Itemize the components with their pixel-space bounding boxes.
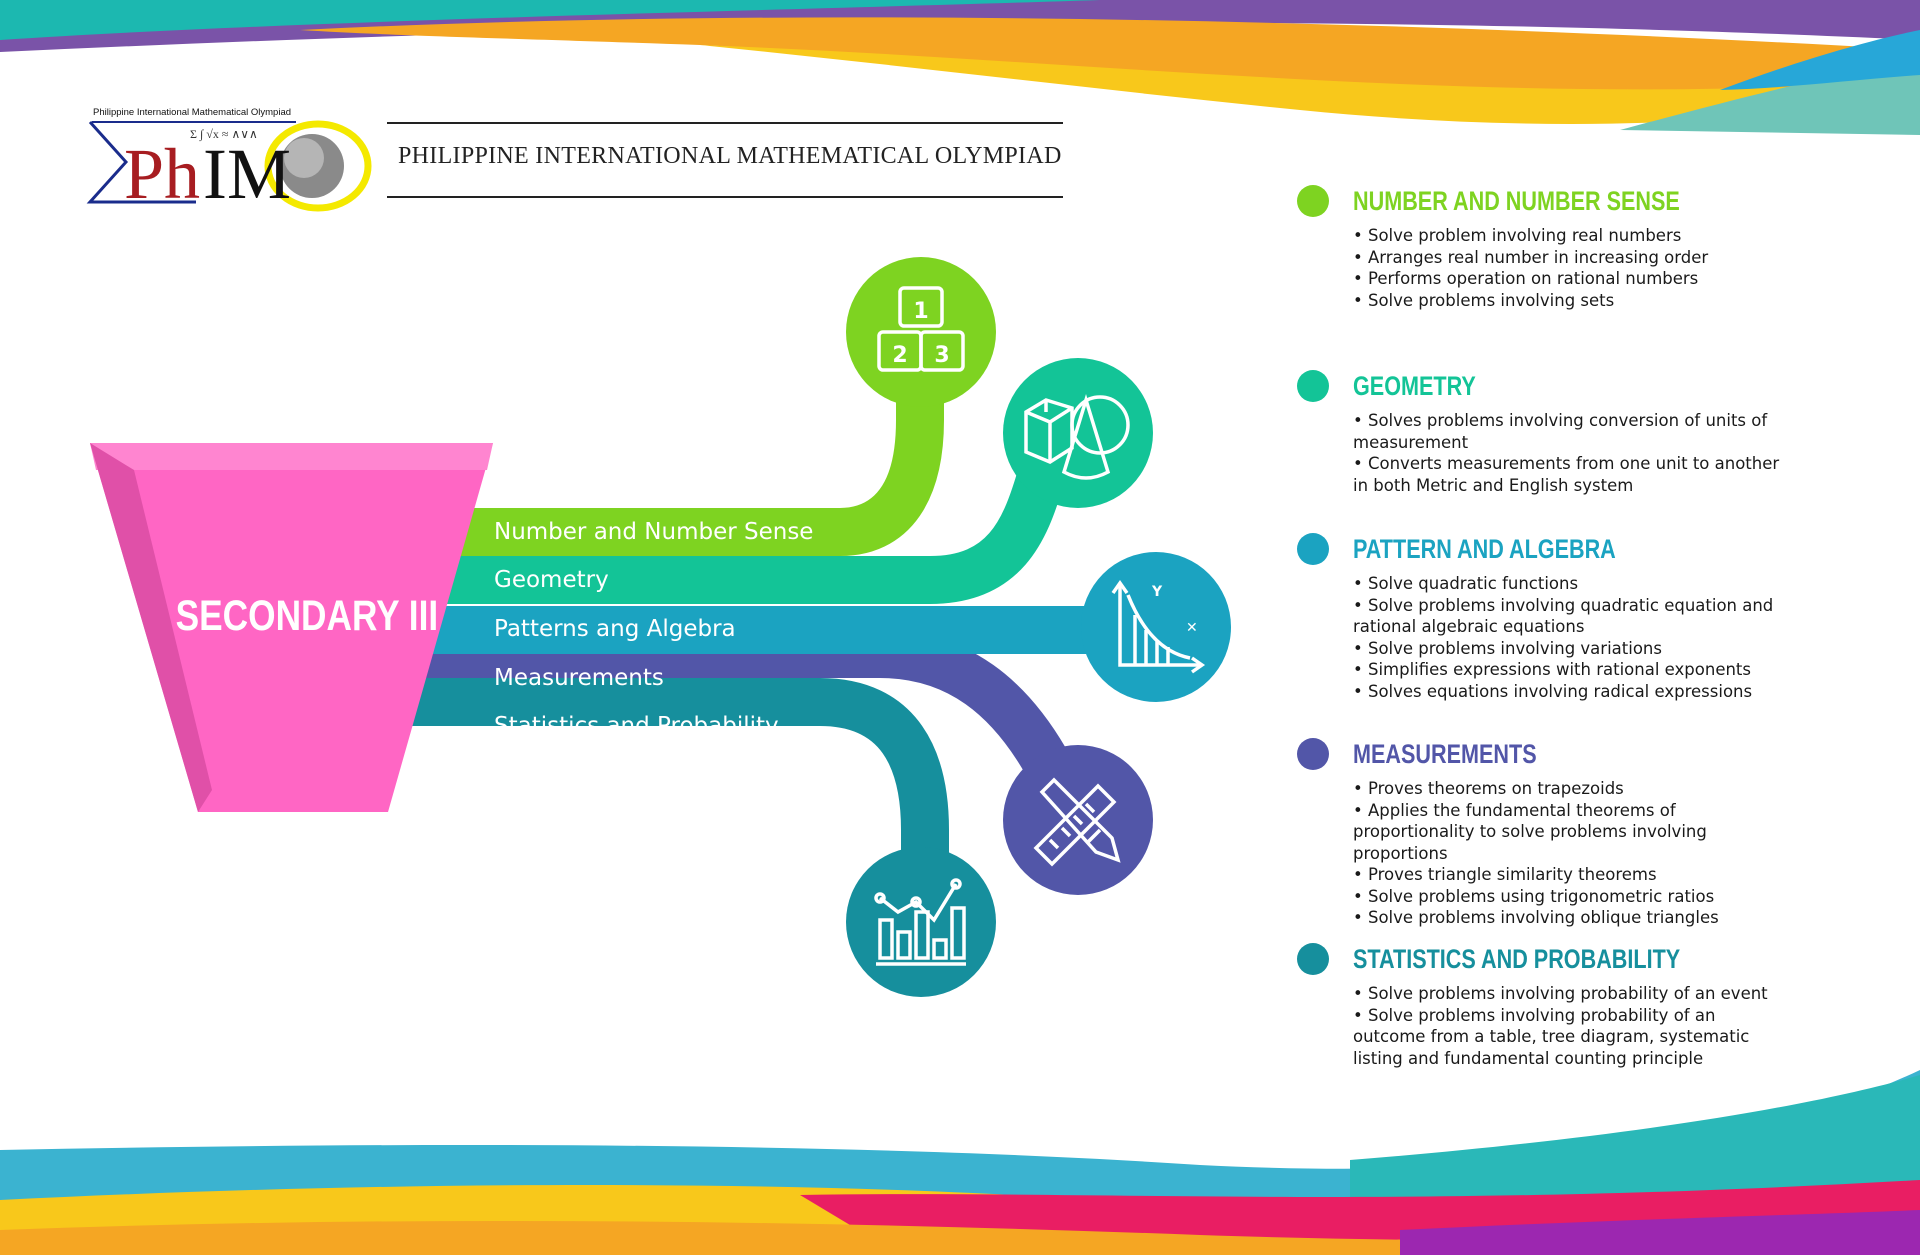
category-measurements: MEASUREMENTS • Proves theorems on trapez… xyxy=(1297,738,1793,929)
list-item: • Solve problems involving quadratic equ… xyxy=(1353,595,1774,637)
category-list: • Solve problem involving real numbers •… xyxy=(1353,225,1793,311)
geometric-shapes-icon xyxy=(1024,394,1130,480)
svg-text:IM: IM xyxy=(203,134,291,214)
list-item: • Solves problems involving conversion o… xyxy=(1353,411,1768,452)
band-label-algebra: Patterns ang Algebra xyxy=(494,616,736,642)
category-dot xyxy=(1297,533,1329,565)
band-geometry xyxy=(395,473,1063,604)
ruler-pencil-icon xyxy=(1033,777,1121,867)
number-blocks-icon: 1 2 3 xyxy=(877,286,965,372)
list-item: • Solve problems involving probability o… xyxy=(1353,1005,1750,1068)
svg-text:3: 3 xyxy=(934,343,949,368)
list-item: • Simplifies expressions with rational e… xyxy=(1353,660,1751,679)
list-item: • Proves theorems on trapezoids xyxy=(1353,779,1624,798)
category-statistics: STATISTICS AND PROBABILITY • Solve probl… xyxy=(1297,943,1793,1069)
list-item: • Solve problems involving variations xyxy=(1353,638,1662,658)
funnel-label: SECONDARY III xyxy=(175,592,439,640)
category-list: • Solve quadratic functions • Solve prob… xyxy=(1353,573,1793,702)
list-item: • Applies the fundamental theorems of pr… xyxy=(1353,800,1707,863)
category-geometry: GEOMETRY • Solves problems involving con… xyxy=(1297,370,1793,496)
logo-subtitle: Philippine International Mathematical Ol… xyxy=(93,107,292,118)
list-item: • Proves triangle similarity theorems xyxy=(1353,865,1657,884)
band-label-geometry: Geometry xyxy=(494,567,609,593)
band-measurements xyxy=(395,630,1066,773)
category-title: PATTERN AND ALGEBRA xyxy=(1353,534,1616,564)
bar-chart-icon xyxy=(874,878,966,966)
band-label-number: Number and Number Sense xyxy=(494,519,814,545)
list-item: • Solves equations involving radical exp… xyxy=(1353,681,1753,701)
list-item: • Solve problems involving sets xyxy=(1353,290,1615,310)
category-title: MEASUREMENTS xyxy=(1353,739,1537,769)
category-title: NUMBER AND NUMBER SENSE xyxy=(1353,186,1680,216)
category-title: STATISTICS AND PROBABILITY xyxy=(1353,944,1681,974)
algebra-circle xyxy=(1081,552,1231,702)
list-item: • Solve problems using trigonometric rat… xyxy=(1353,886,1715,906)
title-rule-top xyxy=(387,122,1063,124)
svg-text:2: 2 xyxy=(892,343,907,368)
geometry-circle xyxy=(1003,358,1153,508)
category-list: • Solve problems involving probability o… xyxy=(1353,983,1793,1069)
graph-axes-icon: Y ✕ xyxy=(1111,579,1206,674)
svg-text:Ph: Ph xyxy=(124,134,200,214)
list-item: • Solve quadratic functions xyxy=(1353,574,1579,593)
category-dot xyxy=(1297,738,1329,770)
category-dot xyxy=(1297,370,1329,402)
bottom-wave-decoration xyxy=(0,1070,1920,1255)
list-item: • Converts measurements from one unit to… xyxy=(1353,454,1780,495)
top-wave-decoration xyxy=(0,0,1920,135)
category-list: • Solves problems involving conversion o… xyxy=(1353,410,1793,496)
list-item: • Arranges real number in increasing ord… xyxy=(1353,247,1709,267)
title-rule-bottom xyxy=(387,196,1063,198)
svg-text:✕: ✕ xyxy=(1186,620,1198,636)
band-statistics xyxy=(395,678,949,860)
statistics-circle xyxy=(846,847,996,997)
svg-text:Y: Y xyxy=(1151,584,1163,600)
category-title: GEOMETRY xyxy=(1353,371,1476,401)
page-title: PHILIPPINE INTERNATIONAL MATHEMATICAL OL… xyxy=(398,143,1062,169)
category-algebra: PATTERN AND ALGEBRA • Solve quadratic fu… xyxy=(1297,533,1793,702)
list-item: • Performs operation on rational numbers xyxy=(1353,269,1699,288)
list-item: • Solve problems involving probability o… xyxy=(1353,984,1768,1003)
list-item: • Solve problem involving real numbers xyxy=(1353,226,1682,245)
band-label-measurements: Measurements xyxy=(494,665,664,691)
category-dot xyxy=(1297,185,1329,217)
list-item: • Solve problems involving oblique trian… xyxy=(1353,908,1719,927)
band-number xyxy=(460,340,944,556)
category-dot xyxy=(1297,943,1329,975)
phimo-logo: Ph IM Σ ∫ √x ≈ ∧∨∧ xyxy=(86,120,372,214)
svg-text:Σ ∫ √x ≈ ∧∨∧: Σ ∫ √x ≈ ∧∨∧ xyxy=(190,127,258,141)
band-label-statistics: Statistics and Probability xyxy=(494,713,779,739)
svg-text:1: 1 xyxy=(913,299,928,324)
category-list: • Proves theorems on trapezoids • Applie… xyxy=(1353,778,1793,929)
category-number: NUMBER AND NUMBER SENSE • Solve problem … xyxy=(1297,185,1793,311)
